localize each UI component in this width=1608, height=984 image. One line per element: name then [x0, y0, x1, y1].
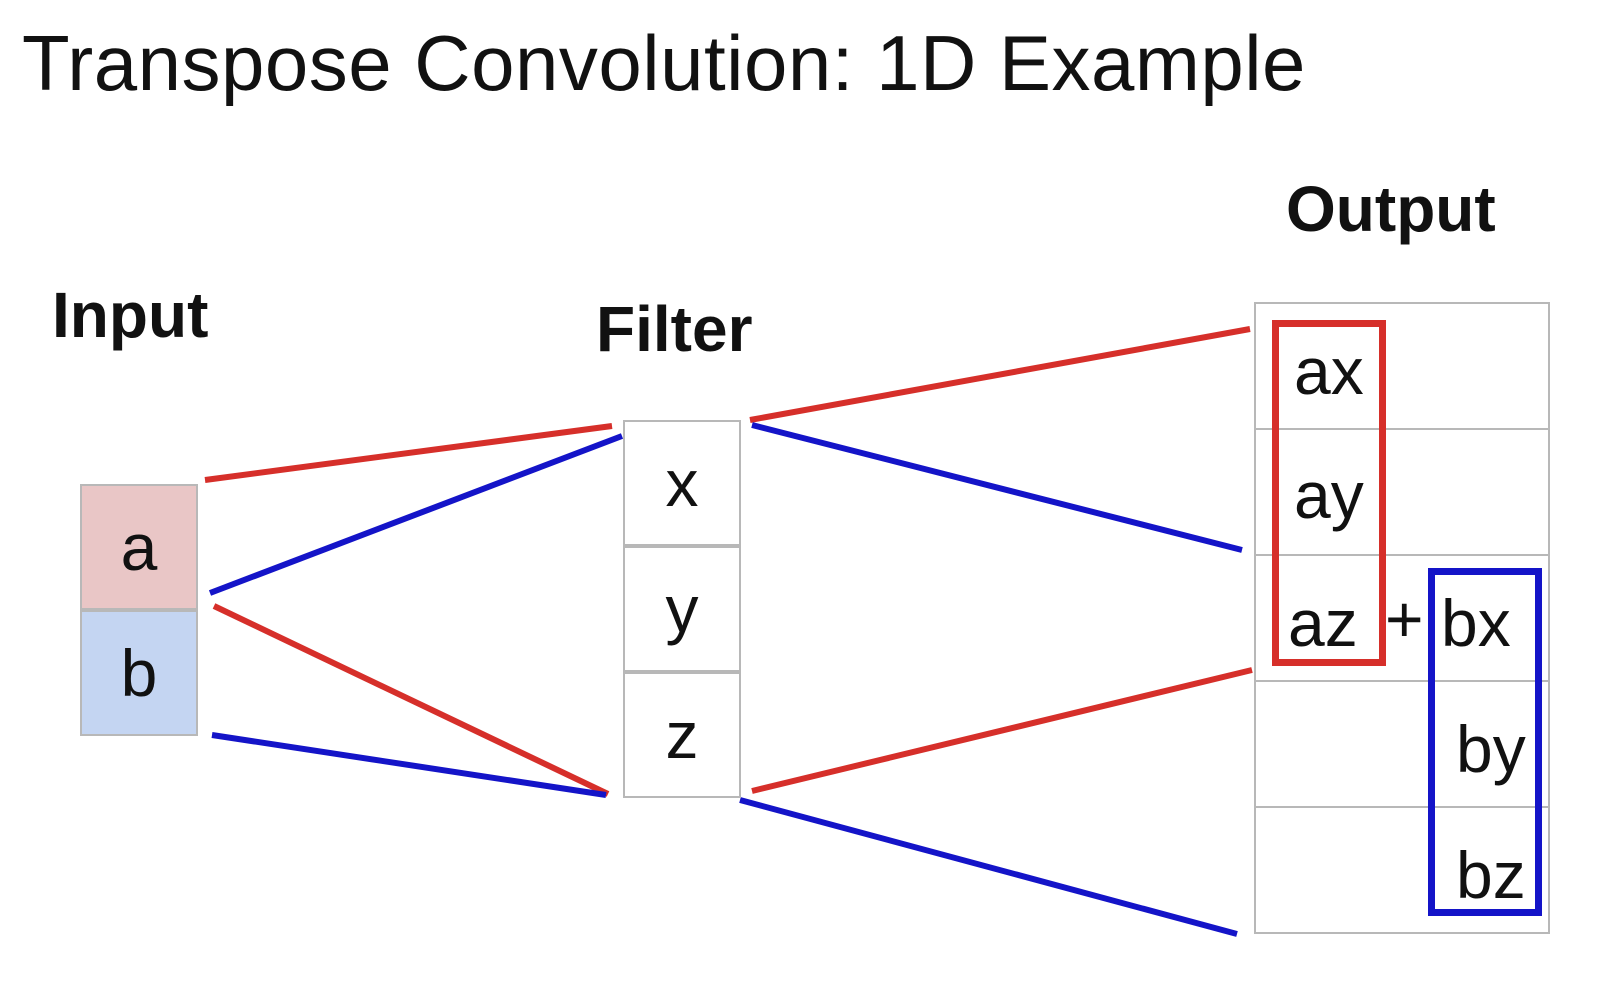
input-cell-a: a [80, 484, 198, 610]
output-az: az [1288, 586, 1358, 660]
filter-cell-x: x [623, 420, 741, 546]
line-a-to-filter-bottom [212, 603, 610, 797]
output-row-divider [1254, 680, 1550, 682]
red-highlight-box [1272, 320, 1386, 666]
blue-highlight-box [1428, 568, 1542, 916]
line-filter-to-bz [739, 797, 1238, 937]
output-row-divider [1254, 428, 1550, 430]
line-filter-to-az [751, 667, 1253, 794]
input-cell-b: b [80, 610, 198, 736]
output-label: Output [1286, 173, 1496, 245]
output-row-divider [1254, 806, 1550, 808]
page-title: Transpose Convolution: 1D Example [22, 19, 1306, 107]
filter-label: Filter [596, 293, 753, 365]
output-bx: bx [1441, 586, 1511, 660]
line-filter-to-ay-blue [751, 422, 1243, 553]
input-label: Input [52, 279, 209, 351]
line-b-to-filter-bottom [211, 732, 607, 798]
line-b-to-filter-top [208, 433, 624, 596]
filter-cell-y: y [623, 546, 741, 672]
output-row-divider [1254, 554, 1550, 556]
filter-cell-z: z [623, 672, 741, 798]
output-ay: ay [1294, 458, 1364, 532]
output-grid [1254, 302, 1550, 934]
output-bz: bz [1456, 838, 1526, 912]
line-a-to-filter-top [204, 423, 613, 483]
output-ax: ax [1294, 334, 1364, 408]
line-filter-to-ax [749, 326, 1251, 423]
output-plus: + [1385, 582, 1424, 656]
output-by: by [1456, 712, 1526, 786]
